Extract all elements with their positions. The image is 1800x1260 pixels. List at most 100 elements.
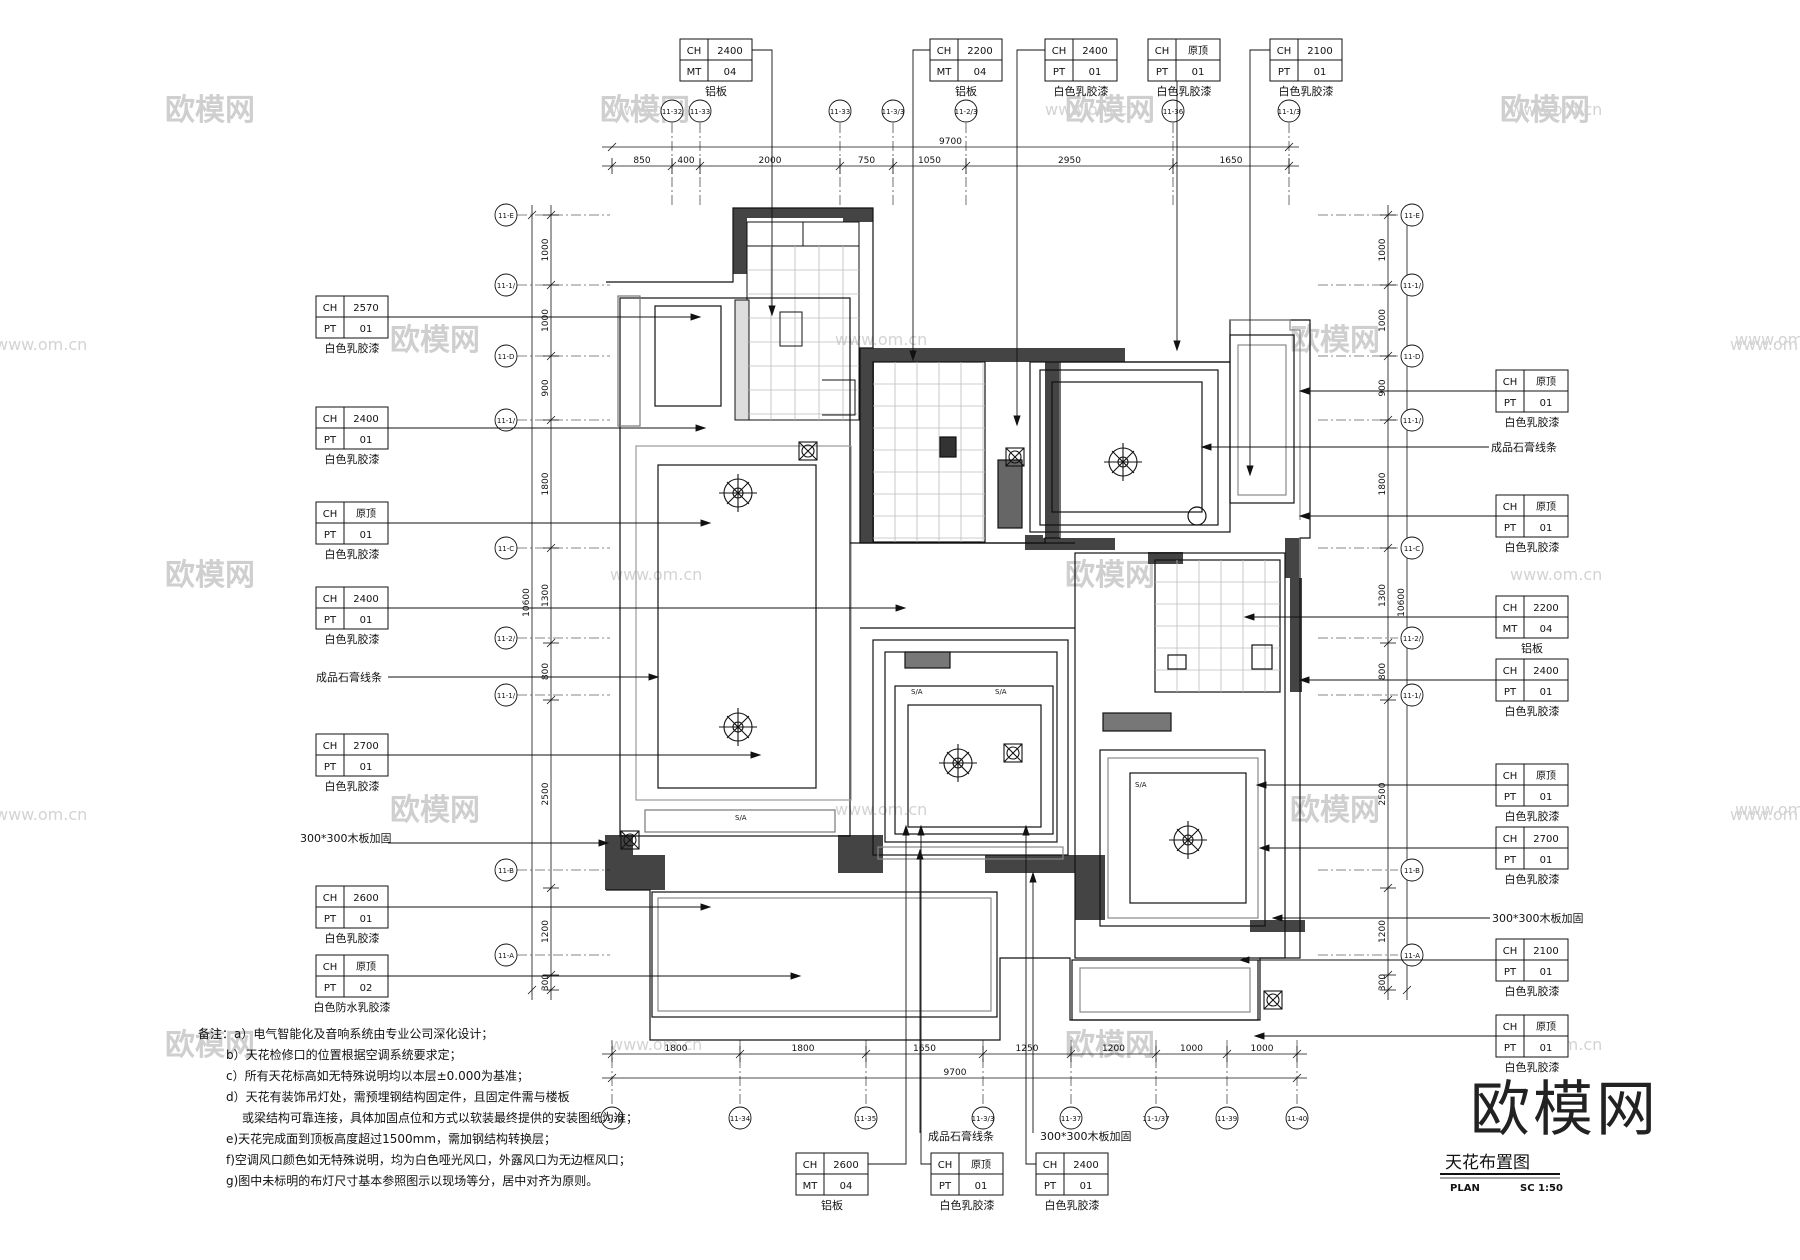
svg-text:铝板: 铝板 bbox=[955, 84, 977, 98]
svg-text:白色乳胶漆: 白色乳胶漆 bbox=[325, 632, 380, 646]
dimension-total: 9700 bbox=[939, 137, 962, 147]
svg-text:11-E: 11-E bbox=[498, 212, 514, 220]
svg-text:PT: PT bbox=[1504, 967, 1517, 978]
leader-lines bbox=[388, 49, 1496, 1165]
sa-label: S/A bbox=[911, 688, 923, 696]
svg-text:2400: 2400 bbox=[353, 594, 378, 605]
svg-text:01: 01 bbox=[1314, 67, 1327, 78]
building-outline bbox=[606, 207, 1311, 1041]
grid-bubble: 11-3/3 bbox=[881, 99, 905, 123]
svg-text:01: 01 bbox=[1540, 398, 1553, 409]
dimension-total: 10600 bbox=[522, 588, 532, 617]
svg-text:11-40: 11-40 bbox=[1287, 1115, 1307, 1123]
svg-text:04: 04 bbox=[974, 67, 987, 78]
svg-text:PT: PT bbox=[1504, 1043, 1517, 1054]
svg-text:CH: CH bbox=[323, 303, 338, 314]
sa-label: S/A bbox=[735, 814, 747, 822]
dimension-value: 1000 bbox=[1378, 238, 1388, 261]
svg-text:11-B: 11-B bbox=[498, 867, 514, 875]
dimension-value: 1000 bbox=[541, 238, 551, 261]
svg-text:11-34: 11-34 bbox=[730, 1115, 751, 1123]
plan-label: PLAN bbox=[1450, 1183, 1480, 1194]
ac-diffuser bbox=[798, 441, 818, 461]
dimension-value: 850 bbox=[633, 156, 650, 166]
dimension-value: 2500 bbox=[1378, 782, 1388, 805]
svg-text:PT: PT bbox=[1156, 67, 1169, 78]
svg-text:11-33: 11-33 bbox=[830, 108, 850, 116]
svg-text:11-A: 11-A bbox=[498, 952, 514, 960]
bedroom-top-right bbox=[1029, 334, 1295, 533]
svg-text:原顶: 原顶 bbox=[1536, 376, 1556, 388]
grid-bubble: 11-D bbox=[494, 344, 518, 368]
grid-bubble: 11-2/ bbox=[494, 626, 518, 650]
grid-bubble: 11-1/ bbox=[1400, 273, 1424, 297]
dimension-value: 1800 bbox=[792, 1044, 815, 1054]
dimension-value: 750 bbox=[858, 156, 875, 166]
svg-text:2400: 2400 bbox=[353, 414, 378, 425]
grid-bubble: 11-A bbox=[1400, 943, 1424, 967]
svg-text:白色乳胶漆: 白色乳胶漆 bbox=[1505, 809, 1560, 823]
callout-text: 300*300木板加固 bbox=[1492, 911, 1584, 925]
watermark-url: www.om.cn bbox=[1735, 330, 1800, 349]
svg-text:白色乳胶漆: 白色乳胶漆 bbox=[1505, 984, 1560, 998]
svg-text:CH: CH bbox=[938, 1160, 953, 1171]
scale-label: SC 1:50 bbox=[1520, 1183, 1563, 1194]
bathroom-1 bbox=[872, 361, 1023, 543]
notes-block: 备注：a）电气智能化及音响系统由专业公司深化设计； b）天花检修口的位置根据空调… bbox=[198, 1024, 668, 1192]
living-room bbox=[617, 295, 998, 1018]
svg-text:白色乳胶漆: 白色乳胶漆 bbox=[1505, 704, 1560, 718]
grid-bubble: 11-34 bbox=[728, 1106, 752, 1130]
note-line: d）天花有装饰吊灯处，需预埋钢结构固定件，且固定件需与楼板 bbox=[226, 1090, 570, 1104]
grid-bubble: 11-D bbox=[1400, 344, 1424, 368]
note-line: e)天花完成面到顶板高度超过1500mm，需加钢结构转换层； bbox=[226, 1132, 556, 1146]
svg-text:原顶: 原顶 bbox=[1188, 45, 1208, 57]
svg-text:11-3/3: 11-3/3 bbox=[972, 1115, 995, 1123]
svg-text:2600: 2600 bbox=[353, 893, 378, 904]
svg-text:01: 01 bbox=[1080, 1181, 1093, 1192]
dimension-value: 1800 bbox=[541, 472, 551, 495]
svg-text:CH: CH bbox=[1503, 666, 1518, 677]
svg-text:01: 01 bbox=[1540, 523, 1553, 534]
svg-text:CH: CH bbox=[323, 594, 338, 605]
grid-bubble: 11-33 bbox=[828, 99, 852, 123]
dimension-value: 1650 bbox=[1220, 156, 1243, 166]
svg-text:04: 04 bbox=[724, 67, 737, 78]
svg-text:11-1/: 11-1/ bbox=[1403, 692, 1422, 700]
grid-bubble: 11-30 bbox=[600, 1106, 624, 1130]
svg-text:CH: CH bbox=[1503, 946, 1518, 957]
grid-bubble: 11-39 bbox=[1215, 1106, 1239, 1130]
note-line: b）天花检修口的位置根据空调系统要求定； bbox=[226, 1048, 462, 1062]
svg-text:11-2/3: 11-2/3 bbox=[955, 108, 978, 116]
svg-text:PT: PT bbox=[324, 324, 337, 335]
svg-text:01: 01 bbox=[360, 324, 373, 335]
watermark-text: 欧模网 bbox=[1065, 1028, 1155, 1063]
bedroom-bottom-right bbox=[1071, 552, 1286, 1021]
svg-text:11-1/: 11-1/ bbox=[497, 282, 516, 290]
svg-text:PT: PT bbox=[324, 762, 337, 773]
dimension-value: 1250 bbox=[1016, 1044, 1039, 1054]
svg-text:2400: 2400 bbox=[1533, 666, 1558, 677]
svg-text:2570: 2570 bbox=[353, 303, 378, 314]
svg-text:PT: PT bbox=[1504, 687, 1517, 698]
svg-text:11-D: 11-D bbox=[1404, 353, 1421, 361]
kitchen bbox=[734, 221, 860, 421]
svg-text:CH: CH bbox=[1503, 603, 1518, 614]
dimension-value: 1050 bbox=[918, 156, 941, 166]
svg-text:11-1/: 11-1/ bbox=[1403, 282, 1422, 290]
svg-text:11-1/37: 11-1/37 bbox=[1142, 1115, 1169, 1123]
dimension-value: 1300 bbox=[541, 584, 551, 607]
watermark-layer: 欧模网www.om.cn欧模网www.om.cn欧模网www.om.cn欧模网w… bbox=[0, 93, 1800, 1063]
svg-text:MT: MT bbox=[687, 67, 703, 78]
svg-text:MT: MT bbox=[803, 1181, 819, 1192]
svg-text:白色乳胶漆: 白色乳胶漆 bbox=[325, 341, 380, 355]
